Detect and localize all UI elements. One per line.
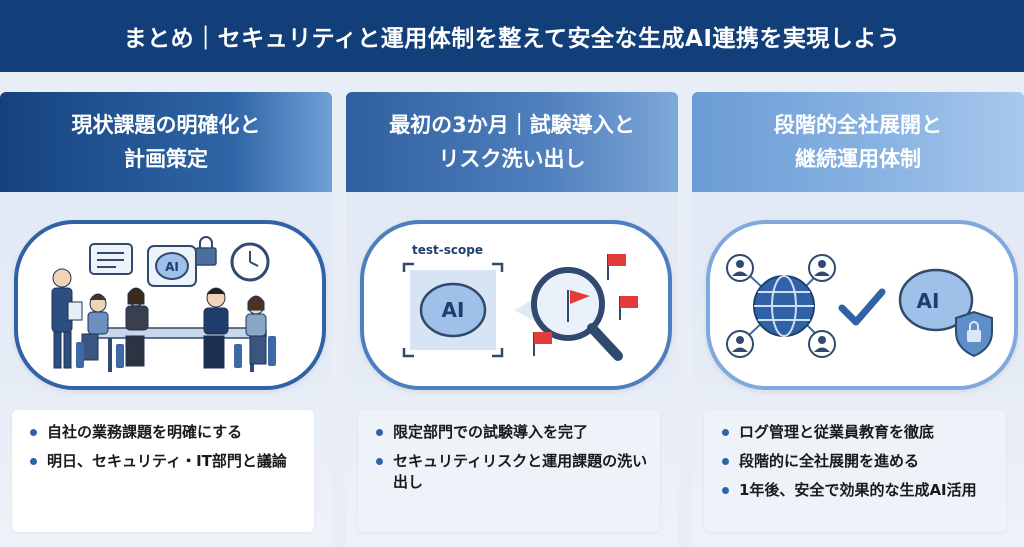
ai-label: AI	[442, 298, 465, 322]
card-plan: 現状課題の明確化と 計画策定 AI	[0, 92, 332, 547]
list-item: ログ管理と従業員教育を徹底	[722, 422, 994, 443]
list-item: セキュリティリスクと運用課題の洗い出し	[376, 451, 648, 493]
globe-icon	[753, 275, 815, 337]
lock-icon	[195, 236, 217, 266]
card-trial: 最初の3か月｜試験導入と リスク洗い出し test-scope AI	[346, 92, 678, 547]
page-title: まとめ｜セキュリティと運用体制を整えて安全な生成AI連携を実現しよう	[123, 26, 901, 52]
magnifier-icon	[531, 267, 623, 361]
person-icon	[203, 287, 229, 369]
shield-lock-icon	[955, 310, 993, 358]
ai-brain-icon: AI	[419, 282, 487, 338]
person-icon	[245, 295, 267, 365]
card-header: 段階的全社展開と 継続運用体制	[692, 92, 1024, 192]
checkmark-icon	[838, 288, 886, 326]
user-icon	[726, 330, 754, 358]
list-item: 限定部門での試験導入を完了	[376, 422, 648, 443]
warning-flag-icon	[607, 254, 626, 280]
page-header: まとめ｜セキュリティと運用体制を整えて安全な生成AI連携を実現しよう	[0, 0, 1024, 72]
ai-brain-icon: AI	[898, 268, 974, 332]
list-item: 自社の業務課題を明確にする	[30, 422, 302, 443]
user-icon	[808, 254, 836, 282]
meeting-illustration: AI	[14, 220, 326, 390]
chat-bubble-icon	[89, 243, 133, 275]
card-title: 段階的全社展開と 継続運用体制	[774, 113, 942, 171]
test-scope-label: test-scope	[412, 243, 483, 257]
list-item: 段階的に全社展開を進める	[722, 451, 994, 472]
ai-label: AI	[917, 289, 940, 313]
ai-brain-icon: AI	[147, 245, 197, 287]
network-illustration: AI	[706, 220, 1018, 390]
warning-flag-icon	[619, 296, 638, 320]
card-title: 現状課題の明確化と 計画策定	[71, 113, 261, 171]
card-header: 現状課題の明確化と 計画策定	[0, 92, 332, 192]
bullet-list: 自社の業務課題を明確にする 明日、セキュリティ・IT部門と議論	[12, 410, 314, 532]
bullet-list: ログ管理と従業員教育を徹底 段階的に全社展開を進める 1年後、安全で効果的な生成…	[704, 410, 1006, 532]
user-icon	[726, 254, 754, 282]
person-icon	[51, 268, 83, 369]
person-icon	[81, 293, 109, 361]
card-header: 最初の3か月｜試験導入と リスク洗い出し	[346, 92, 678, 192]
bullet-list: 限定部門での試験導入を完了 セキュリティリスクと運用課題の洗い出し	[358, 410, 660, 532]
list-item: 1年後、安全で効果的な生成AI活用	[722, 480, 994, 501]
card-rollout: 段階的全社展開と 継続運用体制	[692, 92, 1024, 547]
scope-frame-icon	[402, 262, 504, 358]
card-title: 最初の3か月｜試験導入と リスク洗い出し	[389, 113, 635, 171]
person-icon	[125, 287, 149, 367]
list-item: 明日、セキュリティ・IT部門と議論	[30, 451, 302, 472]
risk-scan-illustration: test-scope AI	[360, 220, 672, 390]
warning-flag-icon	[533, 332, 552, 356]
ai-label: AI	[165, 260, 179, 274]
user-icon	[808, 330, 836, 358]
clock-icon	[230, 242, 270, 282]
